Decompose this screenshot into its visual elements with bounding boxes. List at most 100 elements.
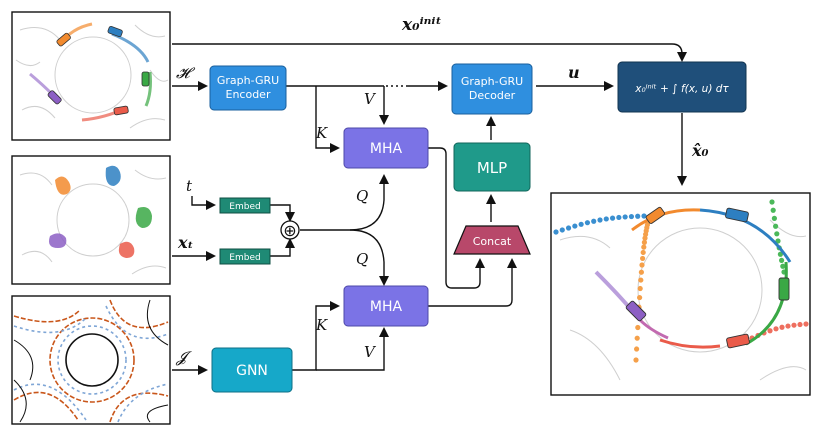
k-top-label: K [315, 124, 328, 142]
history-scene-panel [11, 11, 171, 141]
graph-gru-decoder-block: Graph-GRU Decoder [451, 63, 533, 115]
x0-hat-label: x̂₀ [691, 141, 709, 160]
trajectory-dot [773, 223, 779, 229]
v-bottom-label: V [364, 343, 377, 361]
trajectory-dot [771, 215, 778, 221]
trajectory-dot [559, 227, 565, 233]
blue-blob-icon [105, 165, 121, 186]
trajectory-dot [770, 207, 776, 213]
trajectory-dot [603, 216, 609, 222]
trajectory-dot [565, 225, 572, 231]
encoder-label-2: Encoder [226, 88, 271, 101]
k-top-arrow [315, 86, 340, 153]
trajectory-dot [641, 239, 648, 245]
trajectory-dot [791, 322, 797, 328]
orange-blob-icon [55, 176, 71, 195]
green-blob-icon [135, 207, 152, 228]
trajectory-dot [637, 294, 643, 301]
trajectory-dot [633, 357, 639, 363]
trajectory-dot [637, 285, 643, 292]
mlp-label: MLP [477, 159, 507, 177]
trajectory-dot [638, 269, 645, 275]
trajectory-dot [628, 213, 635, 220]
trajectory-dot [779, 324, 785, 330]
embed-t-label: Embed [229, 202, 260, 212]
map-label: 𝓙 [175, 348, 192, 366]
trajectory-dot [779, 257, 785, 263]
connectors [172, 43, 687, 375]
orange-car-icon [56, 32, 71, 47]
mha-bottom-to-concat-arrow [428, 258, 517, 307]
concat-label: Concat [473, 235, 512, 248]
embed-x-block: Embed [219, 248, 271, 265]
integrator-block: x₀ⁱⁿⁱᵗ + ∫ f(x, u) dτ [617, 61, 747, 113]
decoder-label-2: Decoder [469, 89, 516, 102]
plus-node: ⊕ [280, 220, 300, 240]
plus-symbol: ⊕ [283, 221, 296, 240]
mha-top-to-concat-arrow [428, 147, 485, 289]
gnn-label: GNN [236, 363, 268, 379]
time-label: t [186, 177, 193, 195]
embed-t-block: Embed [219, 197, 271, 214]
trajectory-dot [597, 217, 603, 223]
trajectory-dot [641, 244, 647, 250]
v-top-label: V [364, 90, 377, 108]
trajectory-dot [642, 235, 648, 241]
trajectory-dot [797, 321, 803, 328]
trajectory-dot [553, 229, 559, 235]
k-bottom-label: K [315, 316, 328, 334]
mha-top-label: MHA [370, 141, 403, 157]
trajectory-dot [584, 220, 591, 226]
orange-car-icon [645, 206, 665, 224]
embed-x-label: Embed [229, 253, 260, 263]
green-car-icon [778, 277, 790, 301]
gnn-block: GNN [211, 347, 293, 393]
mha-bottom-block: MHA [343, 285, 429, 327]
encoder-label-1: Graph-GRU [217, 74, 279, 87]
trajectory-dot [767, 328, 773, 334]
q-bottom-label: Q [356, 250, 368, 268]
trajectory-dot [639, 262, 645, 268]
trajectory-dot [773, 326, 779, 332]
embed-t-to-plus-arrow [270, 204, 295, 222]
mha-bottom-label: MHA [370, 299, 403, 315]
red-car-icon [726, 333, 750, 349]
red-blob-icon [118, 241, 135, 258]
trajectory-dot [634, 335, 640, 341]
trajectory-dot [769, 199, 775, 205]
trajectory-dot [777, 251, 784, 257]
trajectory-dot [572, 223, 578, 229]
trajectory-dot [803, 321, 809, 327]
embed-x-to-plus-arrow [270, 238, 295, 257]
trajectory-dot [638, 277, 644, 283]
trajectory-dot [609, 215, 616, 221]
map-panel [11, 295, 171, 425]
graph-gru-encoder-block: Graph-GRU Encoder [209, 65, 287, 111]
history-label: 𝓗 [176, 64, 196, 82]
prediction-scene-panel [550, 192, 811, 396]
decoder-label-1: Graph-GRU [461, 75, 523, 88]
xt-label: xₜ [177, 233, 193, 252]
trajectory-dot [578, 221, 584, 227]
trajectory-dot [591, 218, 597, 224]
trajectory-dot [774, 231, 780, 237]
integrator-formula: x₀ⁱⁿⁱᵗ + ∫ f(x, u) dτ [634, 83, 729, 95]
u-label: u [568, 63, 580, 82]
purple-car-icon [47, 90, 62, 105]
concat-block: Concat [453, 225, 531, 255]
purple-blob-icon [49, 233, 67, 248]
k-bottom-arrow [292, 301, 340, 371]
v-bottom-arrow [316, 327, 389, 371]
t-input-arrow [191, 196, 216, 210]
blue-car-icon [725, 207, 749, 223]
trajectory-dot [634, 346, 640, 352]
green-car-icon [141, 71, 150, 87]
q-bottom-arrow [349, 229, 389, 286]
red-car-icon [113, 105, 129, 116]
purple-car-icon [625, 300, 647, 322]
trajectory-dot [635, 213, 641, 219]
trajectory-dot [616, 214, 622, 221]
x0-init-arrow [172, 43, 687, 62]
mlp-block: MLP [453, 142, 531, 192]
